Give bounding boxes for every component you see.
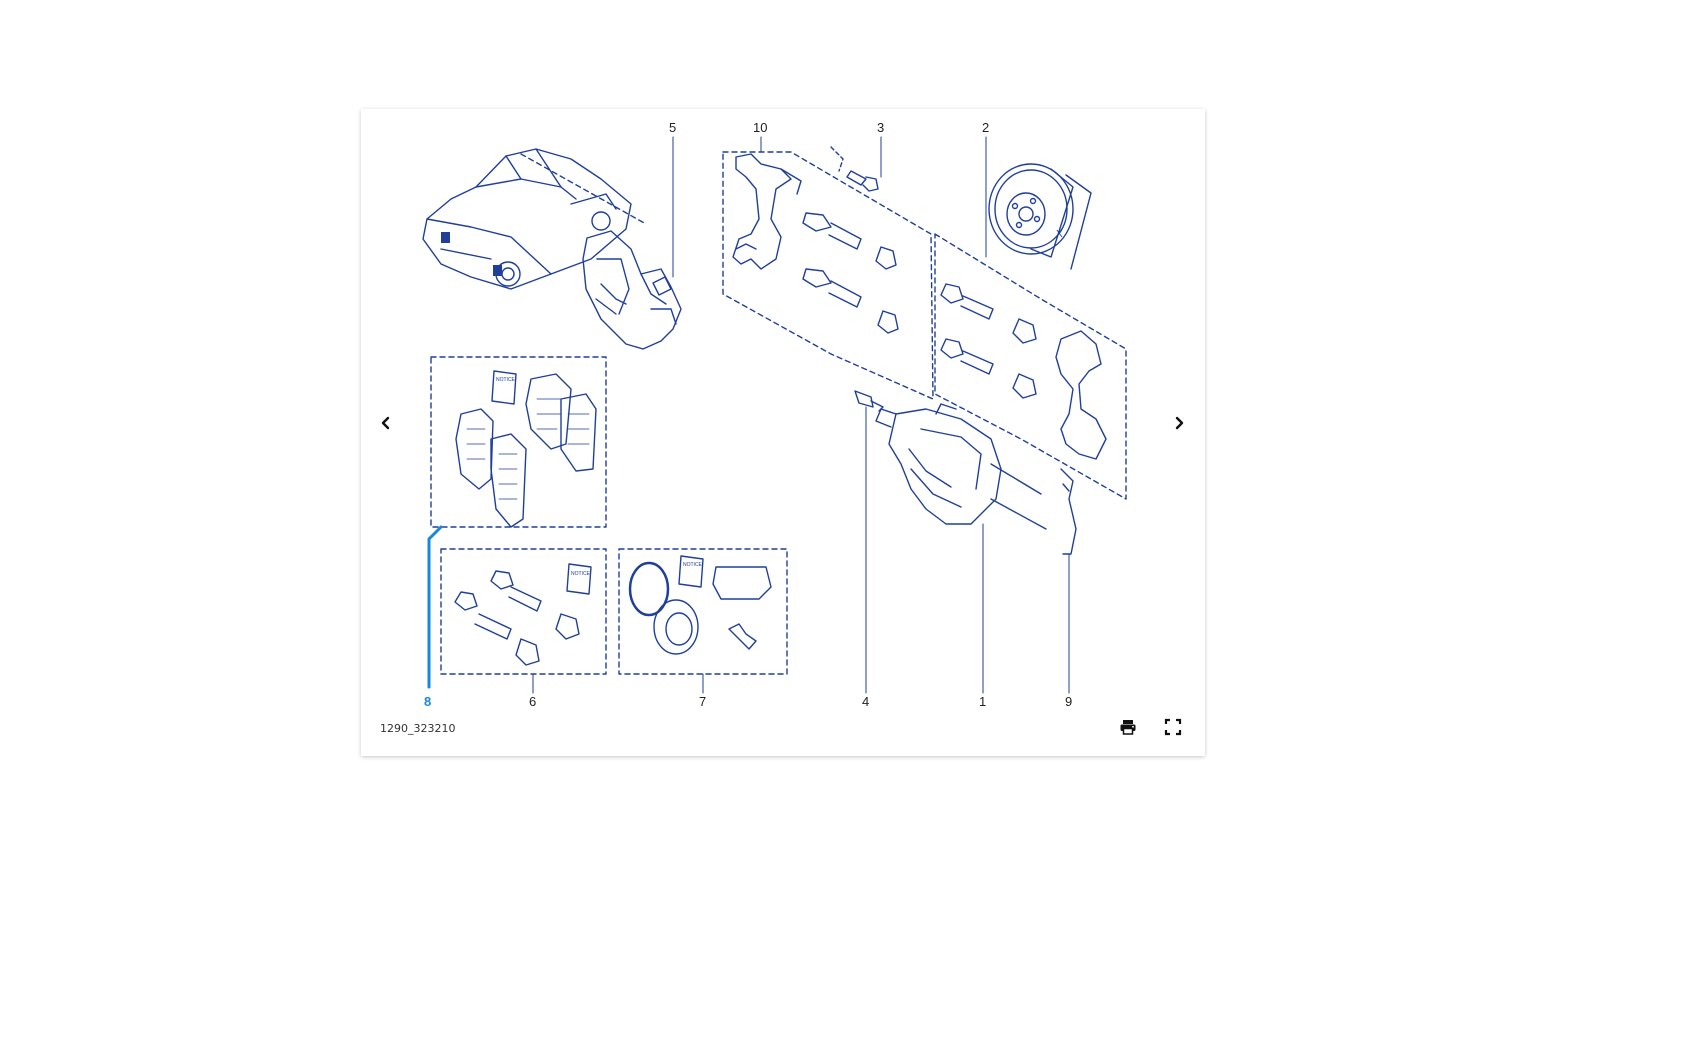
notice-booklet-label: NOTICE: [496, 377, 516, 383]
part-7-seal-kit: [618, 548, 788, 675]
part-8-brake-pads-kit: [430, 356, 607, 528]
notice-booklet-label: NOTICE: [683, 562, 703, 568]
chevron-left-icon: [381, 416, 390, 430]
part-9-wear-sensor: [990, 463, 1077, 555]
callout-1[interactable]: 1: [979, 694, 986, 709]
callout-8-leader: [427, 525, 443, 689]
part-1-caliper: [875, 403, 1002, 525]
part-10-carrier-group: [722, 146, 934, 400]
callout-5[interactable]: 5: [669, 120, 676, 135]
part-4-bleed-screw: [854, 390, 884, 412]
callout-7[interactable]: 7: [699, 694, 706, 709]
callout-3[interactable]: 3: [877, 120, 884, 135]
print-icon: [1120, 720, 1136, 735]
part-5-caliper: [582, 230, 682, 350]
fullscreen-icon: [1164, 718, 1182, 736]
brake-parts-diagram: X: [422, 120, 1127, 709]
previous-image-button[interactable]: [372, 409, 400, 437]
callout-2[interactable]: 2: [982, 120, 989, 135]
part-2-carrier-group: [934, 233, 1127, 500]
notice-booklet-label: NOTICE: [571, 571, 591, 577]
print-button[interactable]: [1115, 714, 1141, 740]
callout-8[interactable]: 8: [424, 694, 431, 709]
diagram-reference-code: 1290_323210: [380, 722, 456, 735]
chevron-right-icon: [1175, 416, 1184, 430]
callout-4[interactable]: 4: [862, 694, 869, 709]
part-3-bolt: [846, 170, 879, 192]
callout-6[interactable]: 6: [529, 694, 536, 709]
callout-9[interactable]: 9: [1065, 694, 1072, 709]
fullscreen-button[interactable]: [1160, 714, 1186, 740]
next-image-button[interactable]: [1165, 409, 1193, 437]
part-2-brake-disc: [988, 163, 1092, 270]
callout-10[interactable]: 10: [753, 120, 767, 135]
part-6-guide-pin-kit: [440, 548, 607, 675]
diagram-viewer: X: [361, 109, 1205, 756]
car-illustration: [422, 148, 647, 290]
disc-dimension-marker: X: [1056, 229, 1063, 240]
